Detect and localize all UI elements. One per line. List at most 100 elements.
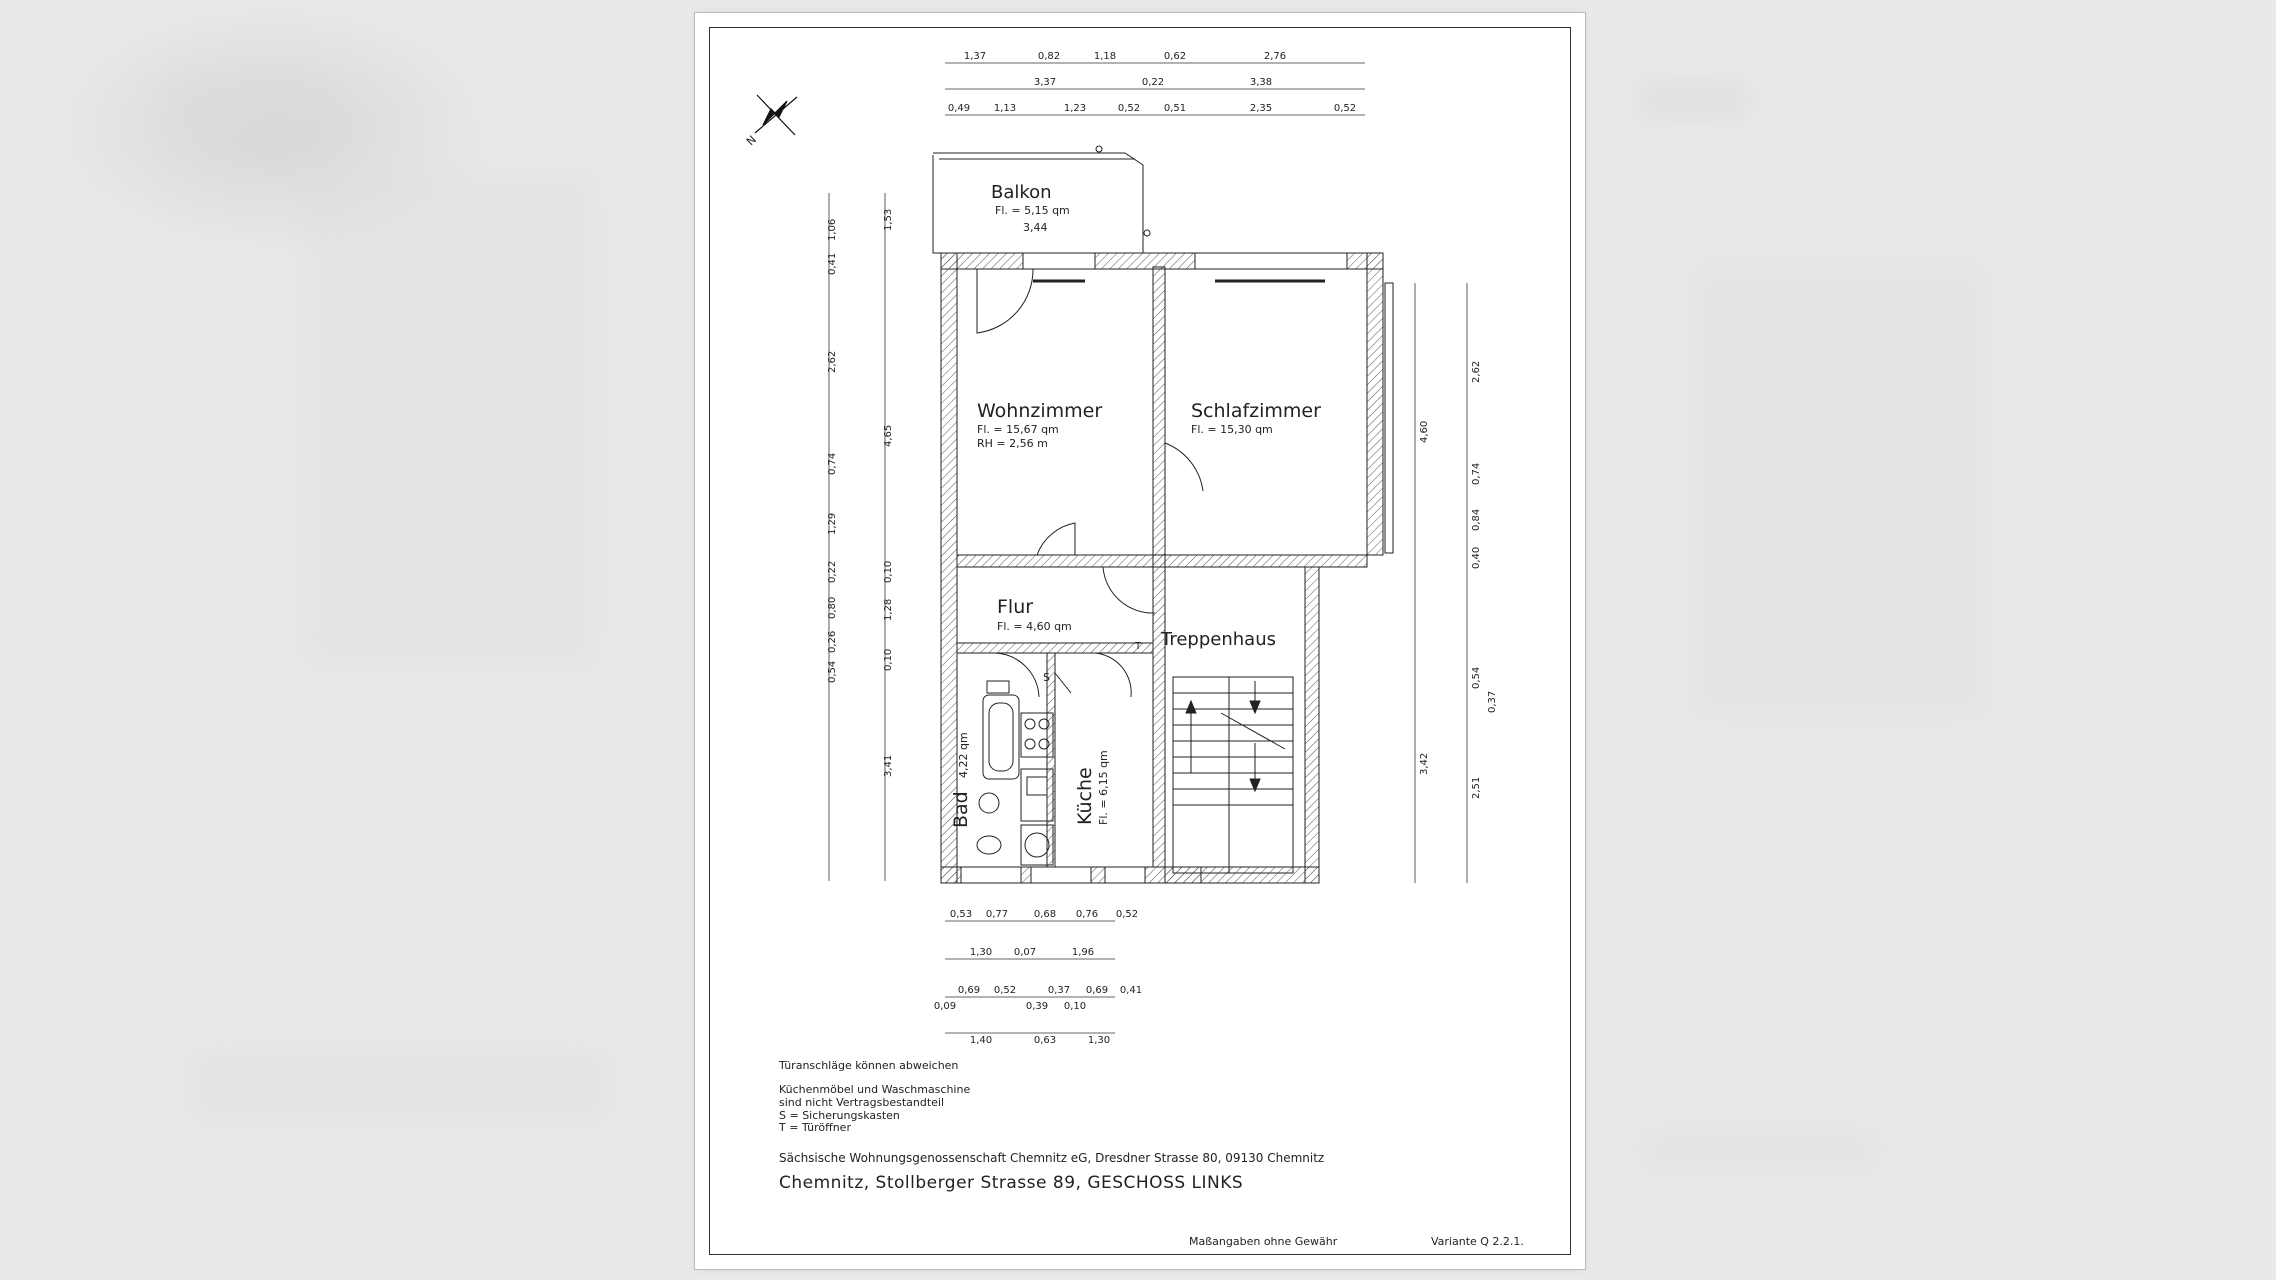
room-area-bad: 4,22 qm xyxy=(957,732,970,778)
room-name-schlafzimmer: Schlafzimmer xyxy=(1191,400,1321,422)
dim-right-outer: 0,40 xyxy=(1471,547,1482,569)
variant-label: Variante Q 2.2.1. xyxy=(1431,1235,1524,1248)
exterior-walls xyxy=(940,252,1384,884)
dim-left-outer: 0,74 xyxy=(827,453,838,475)
dim-bottom-row3: 0,69 xyxy=(1086,985,1108,996)
room-name-treppenhaus: Treppenhaus xyxy=(1160,629,1276,650)
dim-top-row3: 1,13 xyxy=(994,103,1016,114)
dim-top-row2: 3,38 xyxy=(1250,77,1272,88)
marker-door-opener: T xyxy=(1134,641,1142,652)
dim-right-outer: 0,74 xyxy=(1471,463,1482,485)
room-name-bad: Bad xyxy=(950,791,972,828)
dimension-lines xyxy=(828,62,1468,1034)
plan-address-title: Chemnitz, Stollberger Strasse 89, GESCHO… xyxy=(779,1173,1244,1193)
dim-left-outer: 0,26 xyxy=(827,631,838,653)
dim-bottom-row4: 0,63 xyxy=(1034,1035,1056,1046)
dim-bottom-row3: 0,37 xyxy=(1048,985,1070,996)
dim-bottom-row1: 0,77 xyxy=(986,909,1008,920)
note-door-swings: Türanschläge können abweichen xyxy=(779,1059,959,1072)
dim-bottom-row1: 0,52 xyxy=(1116,909,1138,920)
room-width-balkon: 3,44 xyxy=(1023,221,1048,234)
sheet-frame xyxy=(709,27,1571,1255)
dim-top-row1: 1,37 xyxy=(964,51,986,62)
dim-left-outer: 0,80 xyxy=(827,597,838,619)
company-line: Sächsische Wohnungsgenossenschaft Chemni… xyxy=(779,1151,1325,1165)
dim-top-row2: 3,37 xyxy=(1034,77,1056,88)
room-area-kueche: Fl. = 6,15 qm xyxy=(1097,750,1110,825)
dim-right-outer: 0,54 xyxy=(1471,667,1482,689)
dim-top-row3: 0,52 xyxy=(1118,103,1140,114)
marker-fuse-box: S xyxy=(1043,671,1050,684)
blurred-background-shape xyxy=(170,80,320,140)
dim-bottom-row3: 0,69 xyxy=(958,985,980,996)
dimension-labels-left: 1,06 0,41 2,62 0,74 1,29 0,22 0,80 0,26 … xyxy=(827,209,894,777)
dim-right-outer: 2,51 xyxy=(1471,777,1482,799)
room-labels: Balkon Fl. = 5,15 qm 3,44 Wohnzimmer Fl.… xyxy=(950,182,1321,828)
blurred-background-shape xyxy=(1640,80,1750,120)
dim-bottom-row1: 0,53 xyxy=(950,909,972,920)
dim-bottom-row4: 1,30 xyxy=(1088,1035,1110,1046)
balcony xyxy=(932,145,1151,254)
floor-plan-sheet: N xyxy=(694,12,1586,1270)
dim-top-row3: 1,23 xyxy=(1064,103,1086,114)
dim-left-outer: 0,22 xyxy=(827,561,838,583)
dim-top-row1: 1,18 xyxy=(1094,51,1116,62)
dim-left-inner: 0,10 xyxy=(883,649,894,671)
floor-plan-drawing: N xyxy=(744,51,1498,1046)
dim-right-outer: 0,37 xyxy=(1487,691,1498,713)
dimension-labels-right: 4,60 3,42 2,62 0,74 0,84 0,40 0,54 0,37 … xyxy=(1419,361,1498,799)
blurred-background-shape xyxy=(1690,260,1990,720)
dim-bottom-row3b: 0,10 xyxy=(1064,1001,1086,1012)
dim-top-row1: 0,82 xyxy=(1038,51,1060,62)
bathroom-fixtures xyxy=(976,680,1020,855)
room-area-flur: Fl. = 4,60 qm xyxy=(997,620,1072,633)
dim-bottom-row3b: 0,39 xyxy=(1026,1001,1048,1012)
dim-left-inner: 3,41 xyxy=(883,755,894,777)
dim-bottom-row2: 1,96 xyxy=(1072,947,1094,958)
dim-right-inner: 3,42 xyxy=(1419,753,1430,775)
dim-right-inner: 4,60 xyxy=(1419,421,1430,443)
dim-top-row3: 0,52 xyxy=(1334,103,1356,114)
dimension-labels-top: 1,37 0,82 1,18 0,62 2,76 3,37 0,22 3,38 … xyxy=(948,51,1356,114)
dim-right-outer: 2,62 xyxy=(1471,361,1482,383)
dim-left-outer: 1,06 xyxy=(827,219,838,241)
dim-bottom-row1: 0,76 xyxy=(1076,909,1098,920)
staircase xyxy=(1172,676,1294,874)
room-area-wohnzimmer: Fl. = 15,67 qm xyxy=(977,423,1059,436)
compass-icon xyxy=(754,94,798,136)
north-marker: N xyxy=(744,133,759,148)
room-area-balkon: Fl. = 5,15 qm xyxy=(995,204,1070,217)
disclaimer: Maßangaben ohne Gewähr xyxy=(1189,1235,1338,1248)
dim-top-row1: 2,76 xyxy=(1264,51,1286,62)
dim-bottom-row2: 1,30 xyxy=(970,947,992,958)
dim-bottom-row2: 0,07 xyxy=(1014,947,1036,958)
dimension-labels-bottom: 0,53 0,77 0,68 0,76 0,52 1,30 0,07 1,96 … xyxy=(934,909,1142,1046)
room-name-flur: Flur xyxy=(997,596,1033,618)
kitchen-fixtures xyxy=(1020,712,1054,866)
dim-left-inner: 1,28 xyxy=(883,599,894,621)
dim-left-outer: 1,29 xyxy=(827,513,838,535)
room-name-wohnzimmer: Wohnzimmer xyxy=(977,400,1102,422)
room-name-kueche: Küche xyxy=(1074,767,1096,825)
room-height-wohnzimmer: RH = 2,56 m xyxy=(977,437,1048,450)
blurred-background-shape xyxy=(300,170,600,670)
dim-bottom-row1: 0,68 xyxy=(1034,909,1056,920)
dim-top-row3: 0,51 xyxy=(1164,103,1186,114)
dim-left-inner: 0,10 xyxy=(883,561,894,583)
dim-top-row1: 0,62 xyxy=(1164,51,1186,62)
dim-top-row3: 0,49 xyxy=(948,103,970,114)
dim-bottom-row3b: 0,09 xyxy=(934,1001,956,1012)
dim-bottom-row3: 0,41 xyxy=(1120,985,1142,996)
note-furniture: Küchenmöbel und Waschmaschine sind nicht… xyxy=(779,1083,971,1109)
dim-top-row3: 2,35 xyxy=(1250,103,1272,114)
blurred-background-shape xyxy=(1640,1130,1880,1170)
dim-left-outer: 2,62 xyxy=(827,351,838,373)
dim-left-outer: 0,41 xyxy=(827,253,838,275)
dim-right-outer: 0,84 xyxy=(1471,509,1482,531)
room-name-balkon: Balkon xyxy=(991,182,1052,203)
dim-left-outer: 0,54 xyxy=(827,661,838,683)
dim-left-inner: 4,65 xyxy=(883,425,894,447)
dim-top-row2: 0,22 xyxy=(1142,77,1164,88)
legend-door-opener: T = Türöffner xyxy=(779,1121,851,1134)
blurred-background-shape xyxy=(190,1050,610,1120)
